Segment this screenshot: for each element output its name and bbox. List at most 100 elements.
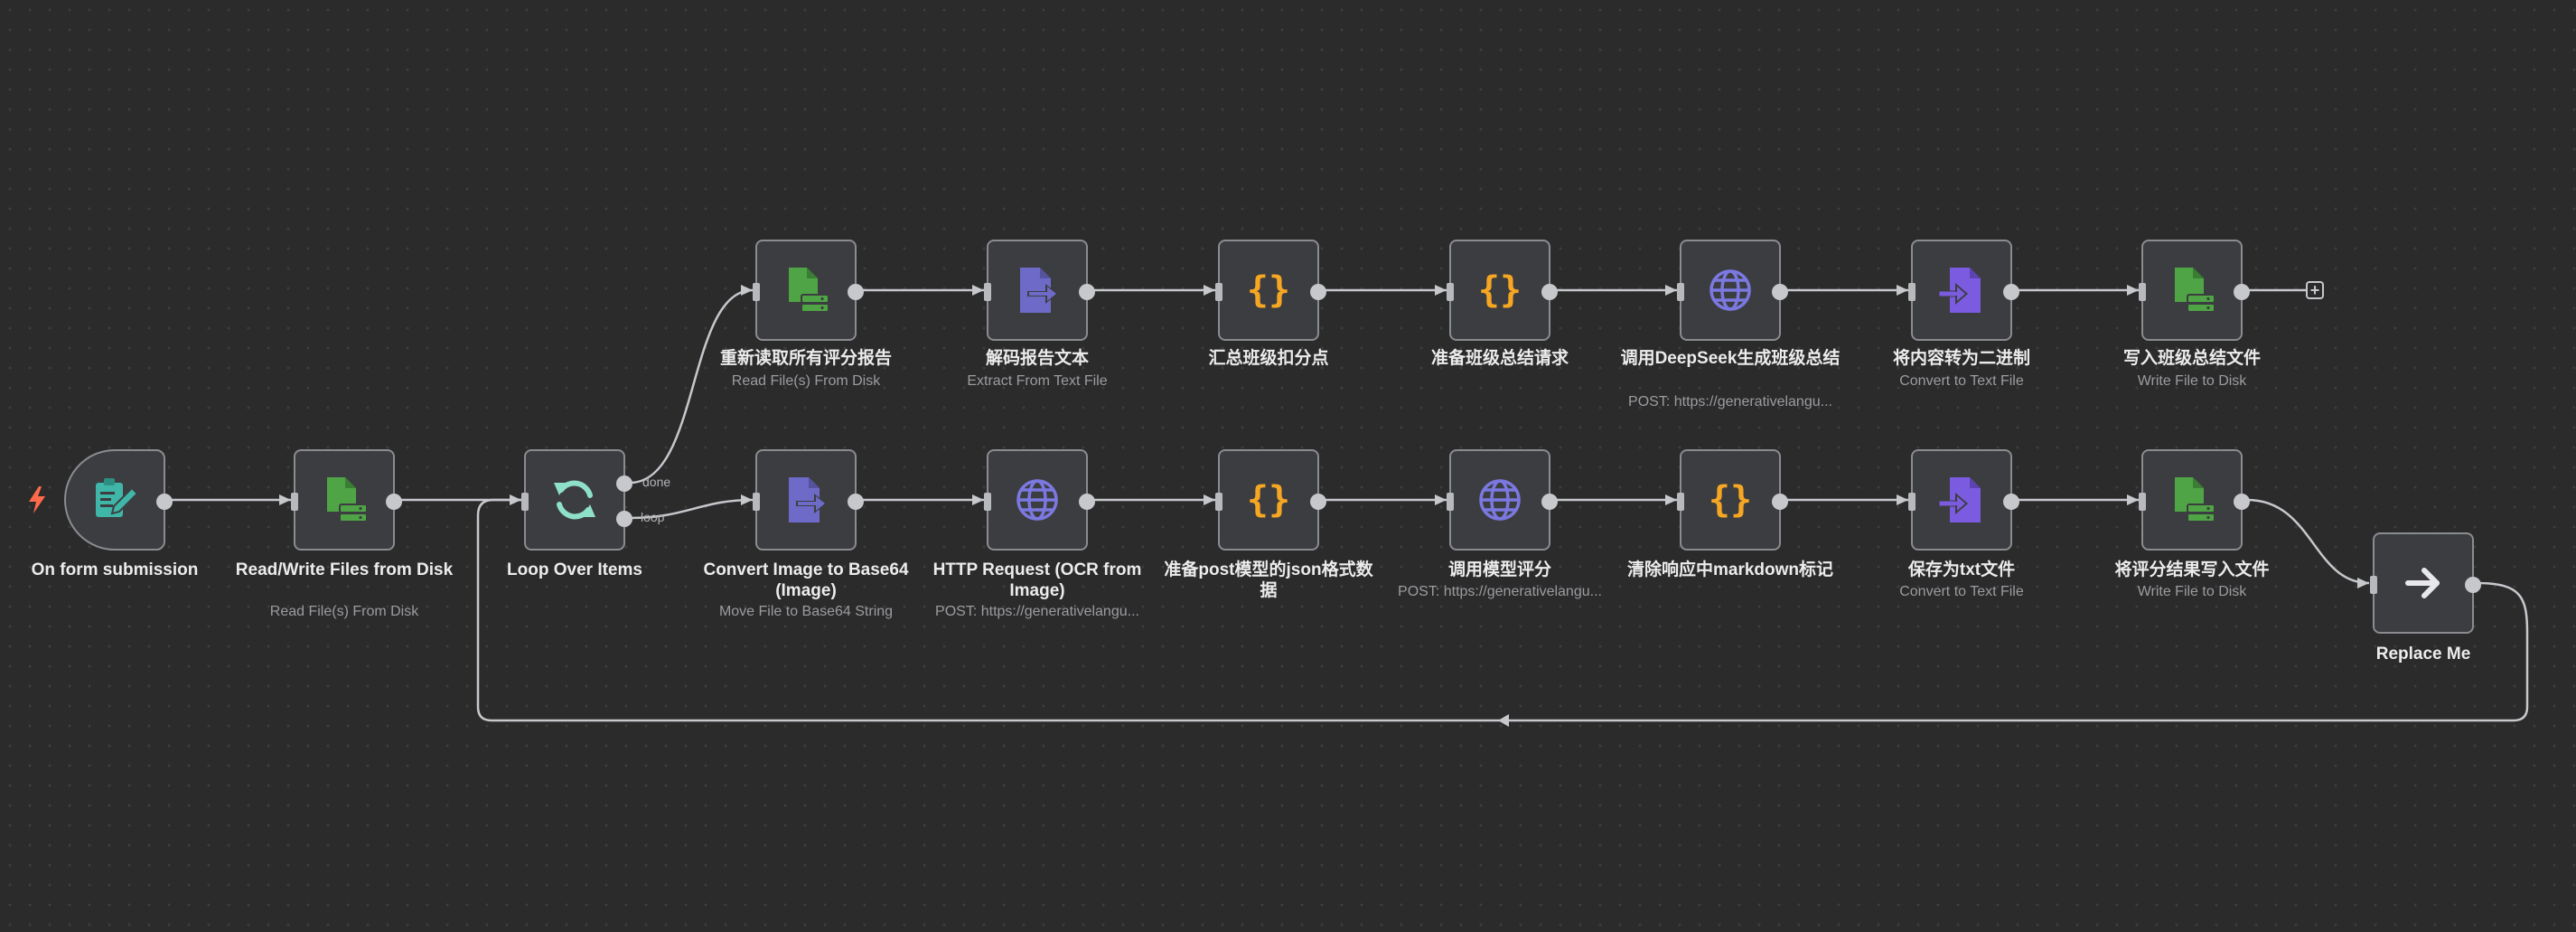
output-handle[interactable]: [1079, 494, 1095, 510]
node-write-class-summary[interactable]: [2139, 240, 2250, 341]
input-handle[interactable]: [1677, 493, 1684, 511]
node-on-form-submission[interactable]: [64, 449, 173, 551]
node-prepare-json[interactable]: {}: [1215, 449, 1326, 551]
node-subtitle: Write File to Disk: [2137, 373, 2247, 389]
globe-icon: [1710, 269, 1751, 311]
output-handle[interactable]: [1541, 284, 1558, 300]
node-subtitle: Read File(s) From Disk: [731, 373, 881, 389]
braces-icon: {}: [1247, 479, 1290, 521]
svg-text:{}: {}: [1247, 479, 1290, 521]
input-handle[interactable]: [1447, 493, 1454, 511]
node-title: 保存为txt文件: [1907, 560, 2016, 579]
node-read-write-files[interactable]: [291, 449, 402, 551]
node-subtitle: POST: https://generativelangu...: [1398, 584, 1602, 599]
node-title: 将内容转为二进制: [1892, 349, 2030, 368]
node-decode-report[interactable]: [984, 240, 1095, 341]
file-export-icon: [1020, 268, 1058, 313]
node-save-txt[interactable]: [1908, 449, 2019, 551]
globe-icon: [1479, 479, 1521, 521]
refresh-icon: [554, 480, 595, 520]
globe-icon: [1016, 479, 1058, 521]
input-handle[interactable]: [753, 493, 760, 511]
input-handle[interactable]: [1908, 283, 1916, 301]
node-call-deepseek[interactable]: [1677, 240, 1788, 341]
input-handle[interactable]: [984, 493, 991, 511]
output-handle[interactable]: [848, 494, 864, 510]
output-handle[interactable]: [2465, 577, 2481, 593]
node-replace-me[interactable]: [2370, 532, 2481, 634]
node-title: 写入班级总结文件: [2122, 349, 2261, 368]
wire-write-to-replace: [2246, 498, 2370, 585]
node-title: HTTP Request (OCR from Image): [932, 560, 1142, 600]
output-handle[interactable]: [386, 494, 402, 510]
input-handle[interactable]: [753, 283, 760, 301]
braces-icon: {}: [1709, 479, 1752, 521]
node-write-score-file[interactable]: [2139, 449, 2250, 551]
file-import-icon: [1938, 268, 1981, 313]
output-handle[interactable]: [1310, 494, 1326, 510]
node-subtitle: Move File to Base64 String: [718, 604, 894, 619]
wire-loop-back: [476, 498, 2529, 722]
output-handle[interactable]: [1772, 494, 1788, 510]
file-server-icon: [789, 268, 829, 313]
output-handle[interactable]: [2234, 284, 2250, 300]
node-title: Convert Image to Base64 (Image): [703, 560, 909, 600]
output-handle[interactable]: [156, 494, 173, 510]
node-title: On form submission: [31, 560, 199, 579]
node-title: Loop Over Items: [507, 560, 642, 579]
svg-text:{}: {}: [1478, 269, 1522, 311]
node-title: 重新读取所有评分报告: [719, 349, 892, 368]
input-handle[interactable]: [2139, 493, 2146, 511]
node-reread-reports[interactable]: [753, 240, 864, 341]
input-handle[interactable]: [1215, 283, 1222, 301]
output-handle[interactable]: [1772, 284, 1788, 300]
output-handle[interactable]: [2003, 494, 2019, 510]
node-http-ocr[interactable]: [984, 449, 1095, 551]
node-convert-binary[interactable]: [1908, 240, 2019, 341]
file-export-icon: [789, 477, 827, 522]
svg-text:{}: {}: [1709, 479, 1752, 521]
node-title: 调用DeepSeek生成班级总结: [1620, 349, 1841, 368]
input-handle[interactable]: [2370, 576, 2377, 594]
output-handle[interactable]: [2003, 284, 2019, 300]
output-handle[interactable]: [848, 284, 864, 300]
node-title: 汇总班级扣分点: [1208, 349, 1329, 368]
output-handle[interactable]: [1079, 284, 1095, 300]
node-call-model-score[interactable]: [1447, 449, 1558, 551]
bolt-icon: [27, 486, 47, 513]
node-subtitle: Write File to Disk: [2137, 584, 2247, 599]
node-aggregate-deductions[interactable]: {}: [1215, 240, 1326, 341]
file-server-icon: [2175, 477, 2215, 522]
file-import-icon: [1938, 477, 1981, 522]
output-handle-loop[interactable]: [616, 511, 632, 527]
node-title: 解码报告文本: [985, 349, 1089, 368]
input-handle[interactable]: [1447, 283, 1454, 301]
node-loop-over-items[interactable]: [521, 449, 632, 551]
input-handle[interactable]: [521, 493, 529, 511]
svg-text:{}: {}: [1247, 269, 1290, 311]
node-title: Replace Me: [2375, 645, 2471, 664]
input-handle[interactable]: [1677, 283, 1684, 301]
node-subtitle: POST: https://generativelangu...: [1628, 394, 1832, 410]
output-handle[interactable]: [2234, 494, 2250, 510]
node-title: 调用模型评分: [1447, 560, 1551, 579]
node-title: 清除响应中markdown标记: [1626, 560, 1834, 579]
braces-icon: {}: [1478, 269, 1522, 311]
node-title: 准备post模型的json格式数据: [1164, 560, 1373, 600]
output-handle-done[interactable]: [616, 475, 632, 492]
node-subtitle: Extract From Text File: [967, 373, 1108, 389]
node-prepare-class-summary[interactable]: {}: [1447, 240, 1558, 341]
output-handle[interactable]: [1310, 284, 1326, 300]
input-handle[interactable]: [1215, 493, 1222, 511]
input-handle[interactable]: [984, 283, 991, 301]
input-handle[interactable]: [1908, 493, 1916, 511]
wire-loop-to-base64: [629, 498, 754, 520]
input-handle[interactable]: [291, 493, 298, 511]
node-convert-base64[interactable]: [753, 449, 864, 551]
node-subtitle: Convert to Text File: [1899, 373, 2024, 389]
node-title: 将评分结果写入文件: [2114, 560, 2270, 579]
add-node-button[interactable]: +: [2306, 281, 2324, 299]
node-clean-markdown[interactable]: {}: [1677, 449, 1788, 551]
input-handle[interactable]: [2139, 283, 2146, 301]
output-handle[interactable]: [1541, 494, 1558, 510]
